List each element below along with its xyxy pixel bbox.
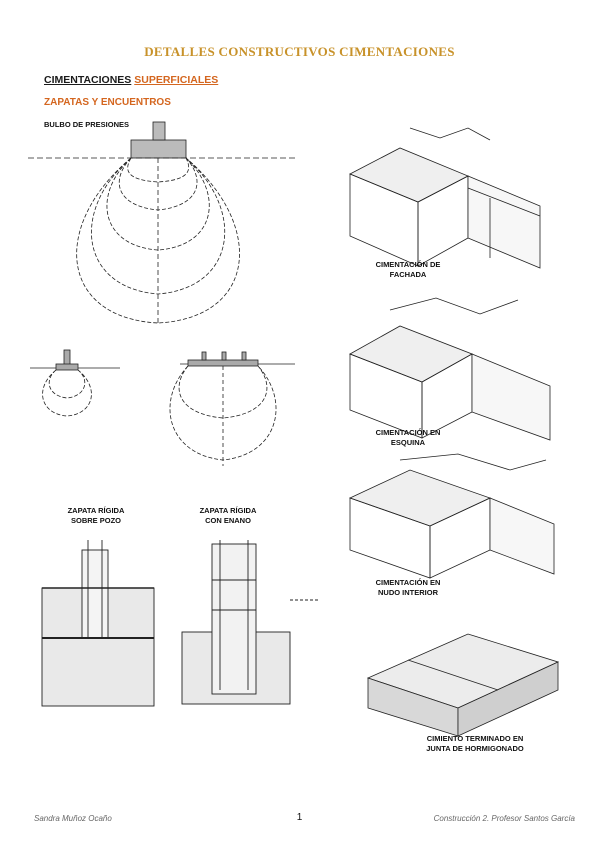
bulbo-presiones-diagram [28,121,298,324]
zapata-pozo-drawing [41,540,155,707]
caption-fachada-line2: FACHADA [389,270,427,279]
cimentacion-fachada-drawing [349,127,541,269]
caption-zapata-enano: ZAPATA RÍGIDA CON ENANO [190,506,266,526]
caption-junta-line1: CIMIENTO TERMINADO EN [426,734,524,743]
caption-esquina: CIMENTACIÓN EN ESQUINA [360,428,456,448]
caption-esquina-line1: CIMENTACIÓN EN [375,428,441,437]
caption-fachada: CIMENTACIÓN DE FACHADA [360,260,456,280]
caption-nudo: CIMENTACIÓN EN NUDO INTERIOR [360,578,456,598]
caption-zapata-pozo-line2: SOBRE POZO [70,516,121,525]
caption-nudo-line2: NUDO INTERIOR [378,588,438,597]
page-number: 1 [296,812,303,823]
caption-zapata-pozo: ZAPATA RÍGIDA SOBRE POZO [58,506,134,526]
caption-nudo-line1: CIMENTACIÓN EN [375,578,441,587]
caption-zapata-pozo-line1: ZAPATA RÍGIDA [67,506,125,515]
cimiento-junta-drawing [366,633,560,737]
caption-zapata-enano-line2: CON ENANO [205,516,251,525]
subsection-heading: ZAPATAS Y ENCUENTROS [44,97,171,108]
footer-course: Construcción 2. Profesor Santos García [433,814,575,823]
cimentacion-nudo-drawing [348,453,555,579]
caption-junta-line2: JUNTA DE HORMIGONADO [426,744,524,753]
caption-zapata-enano-line1: ZAPATA RÍGIDA [199,506,257,515]
footer-author: Sandra Muñoz Ocaño [34,814,112,823]
zapata-enano-drawing [181,540,320,705]
caption-fachada-line1: CIMENTACIÓN DE [375,260,441,269]
caption-junta: CIMIENTO TERMINADO EN JUNTA DE HORMIGONA… [412,734,538,754]
page-title: DETALLES CONSTRUCTIVOS CIMENTACIONES [144,44,455,59]
caption-bulbo: BULBO DE PRESIONES [44,120,130,129]
section-heading: CIMENTACIONES SUPERFICIALES [44,74,218,86]
bulbo-comparacion-diagram [30,349,295,466]
caption-esquina-line2: ESQUINA [390,438,426,447]
section-heading-part2: SUPERFICIALES [134,74,219,86]
section-heading-part1: CIMENTACIONES [44,74,132,86]
cimentacion-esquina-drawing [349,297,551,441]
